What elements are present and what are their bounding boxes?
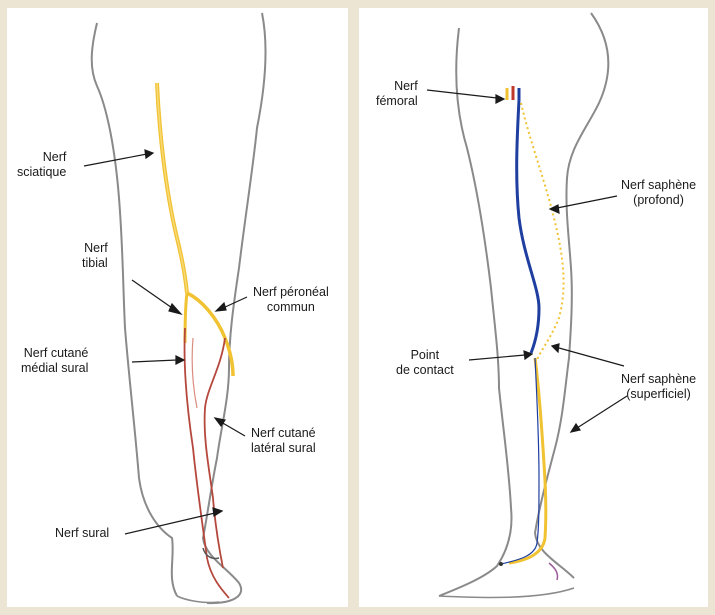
saphenous-deep-dotted — [521, 103, 564, 360]
lateral-sural-nerve — [205, 338, 225, 568]
label-deep-saphenous-nerve: Nerf saphène(profond) — [621, 178, 696, 208]
superficial-saphenous-nerve — [509, 358, 546, 563]
left-foot-outline — [177, 596, 219, 603]
common-peroneal-nerve — [187, 293, 233, 376]
label-sural-nerve: Nerf sural — [55, 526, 109, 541]
left-leg-outline — [92, 13, 266, 603]
right-leg-outline — [439, 13, 608, 596]
right-foot-outline — [439, 588, 574, 598]
deep-saphenous-nerve — [517, 100, 539, 353]
medial-sural-nerve — [184, 328, 229, 598]
label-superficial-saphenous-nerve: Nerf saphène(superficiel) — [621, 372, 696, 402]
